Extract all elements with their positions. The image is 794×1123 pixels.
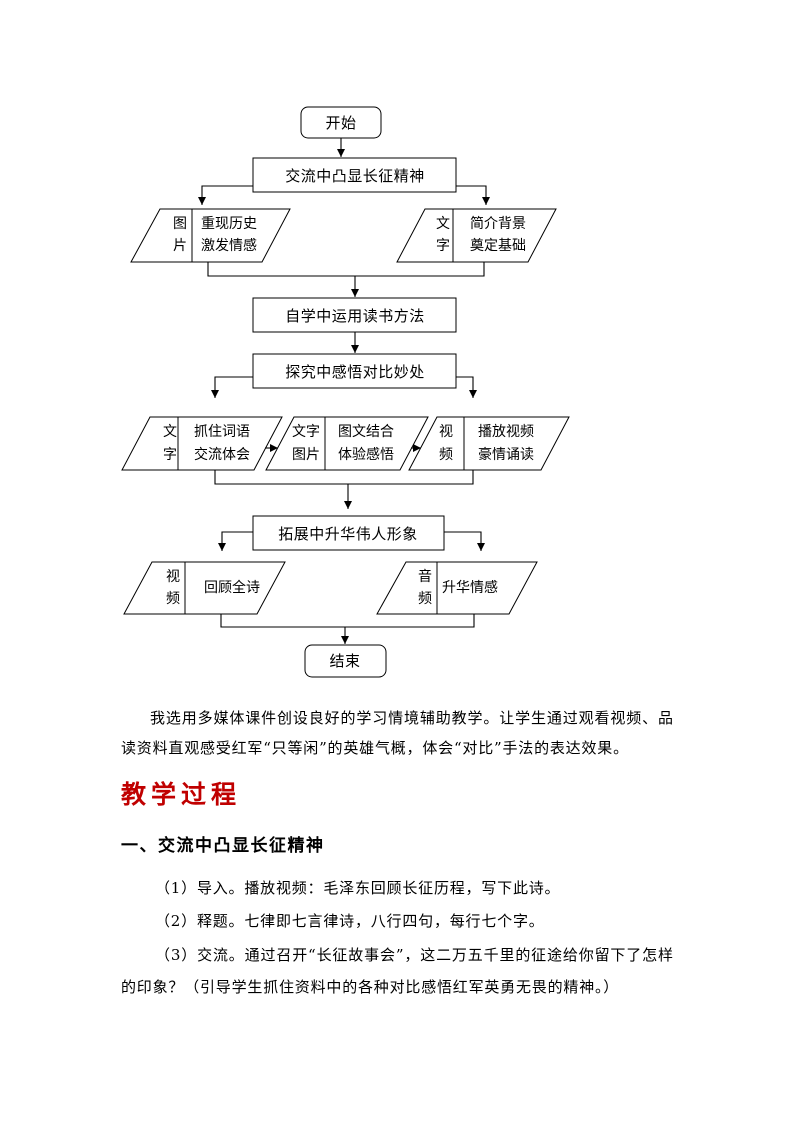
connector-arrow [198, 185, 253, 205]
activity-text: 升华情感 [442, 579, 498, 596]
connector-arrow [211, 376, 253, 398]
end-node: 结束 [304, 644, 387, 678]
activity-text: 图文结合 [338, 424, 394, 440]
media-type: 字 [436, 238, 450, 254]
merge-line [214, 470, 474, 485]
activity-text: 播放视频 [478, 424, 534, 440]
end-label: 结束 [329, 652, 360, 670]
media-parallelogram: 文 字 抓住词语 交流体会 [121, 416, 283, 471]
activity-text: 体验感悟 [338, 446, 394, 463]
activity-text: 交流体会 [194, 446, 250, 463]
media-parallelogram: 视 频 回顾全诗 [123, 561, 286, 615]
media-type: 文 [163, 424, 177, 440]
stage-box-3: 探究中感悟对比妙处 [252, 353, 457, 389]
activity-text: 重现历史 [201, 216, 257, 232]
stage-title: 探究中感悟对比妙处 [285, 363, 425, 381]
start-label: 开始 [325, 114, 356, 132]
media-type: 图 [173, 216, 187, 232]
media-type: 文 [436, 216, 450, 232]
media-type: 频 [166, 591, 180, 607]
intro-paragraph-line: 我选用多媒体课件创设良好的学习情境辅助教学。让学生通过观看视频、品 [150, 709, 673, 727]
activity-text: 回顾全诗 [204, 579, 260, 596]
step-line: （3）交流。通过召开“长征故事会”，这二万五千里的征途给你留下了怎样 [155, 946, 673, 964]
teaching-flowchart: 开始 交流中凸显长征精神 图 片 重现历史 激发情感 文 字 简介背景 奠定基础… [121, 106, 570, 678]
media-type: 图片 [292, 447, 320, 463]
media-parallelogram: 图 片 重现历史 激发情感 [130, 208, 291, 263]
stage-box-1: 交流中凸显长征精神 [252, 157, 457, 193]
connector-arrow [456, 376, 477, 398]
step-line: （2）释题。七律即七言律诗，八行四句，每行七个字。 [155, 912, 545, 930]
activity-text: 豪情诵读 [478, 446, 534, 463]
stage-box-2: 自学中运用读书方法 [252, 297, 457, 333]
media-type: 音 [418, 568, 432, 585]
stage-title: 拓展中升华伟人形象 [278, 525, 418, 543]
media-type: 视 [166, 569, 180, 585]
stage-title: 自学中运用读书方法 [285, 307, 425, 325]
stage-title: 交流中凸显长征精神 [285, 167, 425, 185]
media-type: 文字 [292, 424, 320, 440]
media-parallelogram: 文字 图片 图文结合 体验感悟 [265, 416, 429, 471]
media-parallelogram: 视 频 播放视频 豪情诵读 [408, 416, 570, 471]
activity-text: 抓住词语 [194, 424, 250, 440]
section-heading: 教学过程 [121, 780, 242, 809]
connector-arrow [218, 531, 253, 551]
subsection-title: 一、交流中凸显长征精神 [121, 836, 325, 856]
activity-text: 简介背景 [470, 215, 526, 232]
activity-text: 奠定基础 [470, 237, 526, 254]
stage-box-4: 拓展中升华伟人形象 [252, 515, 445, 551]
start-node: 开始 [300, 106, 382, 139]
connector-arrow [456, 185, 490, 205]
merge-line [220, 614, 475, 628]
media-type: 频 [418, 591, 432, 607]
media-type: 字 [163, 447, 177, 463]
media-parallelogram: 音 频 升华情感 [376, 561, 538, 615]
merge-line [207, 262, 485, 277]
activity-text: 激发情感 [201, 237, 257, 254]
step-line: （1）导入。播放视频：毛泽东回顾长征历程，写下此诗。 [155, 879, 561, 897]
media-type: 视 [439, 424, 453, 440]
connector-arrow [444, 531, 485, 551]
step-line: 的印象？（引导学生抓住资料中的各种对比感悟红军英勇无畏的精神。） [121, 978, 620, 996]
media-type: 片 [173, 238, 187, 254]
intro-paragraph-line: 读资料直观感受红军“只等闲”的英雄气概，体会“对比”手法的表达效果。 [121, 739, 629, 757]
media-type: 频 [439, 447, 453, 463]
media-parallelogram: 文 字 简介背景 奠定基础 [396, 208, 557, 263]
